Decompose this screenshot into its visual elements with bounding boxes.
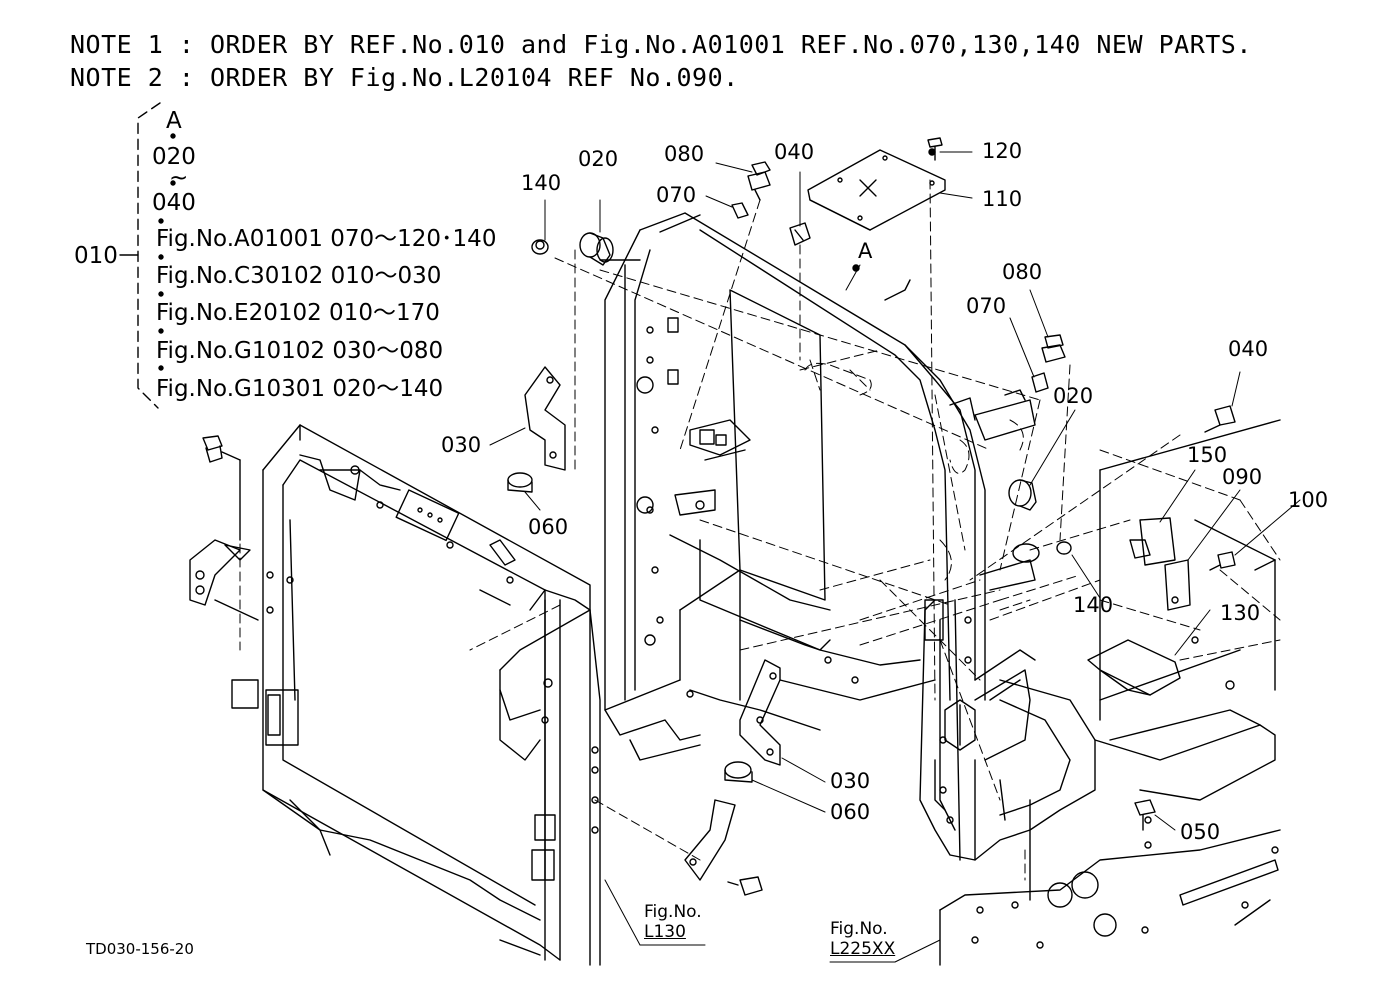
point-label-a: A — [858, 239, 873, 263]
main-panel — [600, 213, 985, 730]
assembly-fig-a01001: Fig.No.A01001 070～120･140 — [156, 226, 497, 252]
bushing-070-right — [1032, 373, 1048, 392]
callout-040-right: 040 — [1228, 337, 1269, 361]
callout-040-top: 040 — [774, 140, 815, 164]
callout-070-top: 070 — [656, 183, 697, 207]
left-stay-bracket — [190, 540, 258, 620]
bracket-150 — [1130, 518, 1175, 565]
callout-090: 090 — [1222, 465, 1263, 489]
callout-140-right: 140 — [1073, 593, 1114, 617]
floor-plate — [500, 610, 1151, 848]
bracket-lower-left — [685, 800, 735, 880]
cover-130 — [1088, 640, 1180, 695]
left-frame — [232, 425, 600, 965]
figref-right-number: L225XX — [830, 938, 896, 959]
collar-020-right — [1009, 480, 1036, 510]
callout-080-right: 080 — [1002, 260, 1043, 284]
assembly-range-start: 020 — [152, 144, 196, 170]
collar-140-left — [532, 240, 548, 254]
top-cover-plate — [808, 150, 945, 230]
bolt-040-right — [1205, 406, 1235, 432]
bolt-080-right — [1042, 335, 1065, 362]
assembly-fig-c30102: Fig.No.C30102 010～030 — [156, 263, 442, 289]
bolt-lower — [728, 877, 762, 895]
drawing-id: TD030-156-20 — [86, 940, 194, 958]
assembly-fig-e20102: Fig.No.E20102 010～170 — [156, 300, 440, 326]
figref-left-number: L130 — [644, 921, 686, 942]
leader-lines — [490, 152, 1300, 962]
callout-120: 120 — [982, 139, 1023, 163]
assembly-range-end: 040 — [152, 190, 196, 216]
callout-150: 150 — [1187, 443, 1228, 467]
callout-060-bottom: 060 — [830, 800, 871, 824]
bracket-mid-right — [885, 280, 1035, 590]
cap-140-right — [1013, 542, 1071, 562]
callout-100: 100 — [1288, 488, 1329, 512]
bracket-030-bottom — [740, 660, 780, 765]
bolt-080-top — [748, 162, 770, 200]
figref-left: Fig.No. L130 — [644, 902, 702, 942]
bracket-090 — [1165, 560, 1190, 610]
bolt-050 — [1135, 800, 1155, 830]
assembly-letter-a: A — [166, 108, 182, 134]
hidden-lines — [240, 180, 1280, 880]
assembly-fig-g10301: Fig.No.G10301 020～140 — [156, 376, 444, 402]
callout-020-top: 020 — [578, 147, 619, 171]
callout-080-top: 080 — [664, 142, 705, 166]
figref-right-label: Fig.No. — [830, 919, 888, 939]
callout-020-right: 020 — [1053, 384, 1094, 408]
assembly-bracket — [120, 103, 175, 408]
cushion-060-bottom — [725, 762, 752, 782]
collar-020-top — [580, 233, 613, 265]
lower-base — [940, 420, 1280, 965]
callout-050: 050 — [1180, 820, 1221, 844]
callout-060-left: 060 — [528, 515, 569, 539]
callout-110: 110 — [982, 187, 1023, 211]
assembly-fig-g10102: Fig.No.G10102 030～080 — [156, 338, 444, 364]
callout-070-right: 070 — [966, 294, 1007, 318]
right-pillar — [905, 345, 1035, 860]
figref-right: Fig.No. L225XX — [830, 919, 896, 959]
bolt-100 — [1210, 552, 1235, 570]
bushing-070-top — [732, 203, 748, 218]
figref-left-label: Fig.No. — [644, 902, 702, 922]
note-2: NOTE 2 : ORDER BY Fig.No.L20104 REF No.0… — [70, 63, 739, 92]
bracket-030-left — [525, 367, 565, 470]
callout-030-bottom: 030 — [830, 769, 871, 793]
bolt-left-top — [203, 436, 240, 540]
note-1: NOTE 1 : ORDER BY REF.No.010 and Fig.No.… — [70, 30, 1252, 59]
hidden-curves — [805, 363, 1023, 580]
callout-030-left: 030 — [441, 433, 482, 457]
assembly-ref-010: 010 — [74, 243, 118, 269]
callout-140-left: 140 — [521, 171, 562, 195]
cushion-060-left — [508, 473, 532, 492]
callout-130: 130 — [1220, 601, 1261, 625]
point-a-marker — [853, 265, 859, 271]
